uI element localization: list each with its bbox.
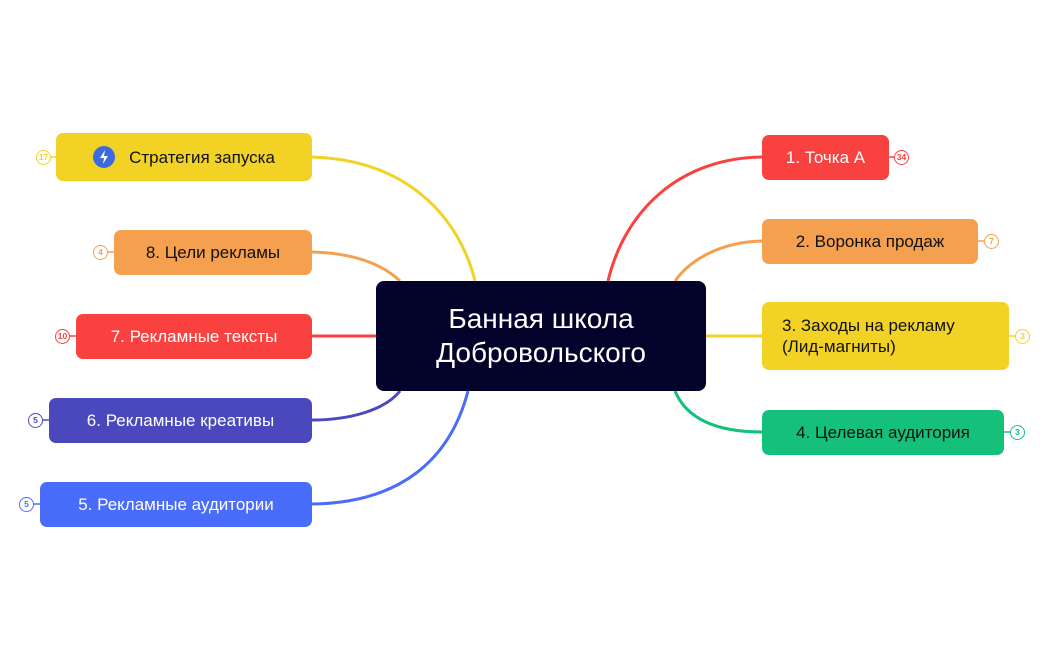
count-badge-launch-strategy[interactable]: 17 xyxy=(36,150,51,165)
connector-creatives xyxy=(311,390,402,422)
topic-label: Стратегия запуска xyxy=(129,147,275,167)
topic-point-a[interactable]: 1. Точка А xyxy=(762,135,889,180)
connector-funnel xyxy=(673,239,763,282)
topic-ad-goals[interactable]: 8. Цели рекламы xyxy=(114,230,312,275)
count-badge-ad-creatives[interactable]: 5 xyxy=(28,413,43,428)
topic-target-audience[interactable]: 4. Целевая аудитория xyxy=(762,410,1004,455)
topic-label: 1. Точка А xyxy=(785,148,866,167)
central-topic[interactable]: Банная школа Добровольского xyxy=(376,281,706,391)
count-badge-ad-goals[interactable]: 4 xyxy=(93,245,108,260)
count-badge-target-audience[interactable]: 3 xyxy=(1010,425,1025,440)
connector-audiences xyxy=(311,390,470,506)
central-topic-line2: Добровольского xyxy=(436,337,646,368)
central-topic-line1: Банная школа xyxy=(448,303,634,334)
count-badge-point-a[interactable]: 34 xyxy=(894,150,909,165)
connector-goals xyxy=(311,250,402,283)
topic-ad-texts[interactable]: 7. Рекламные тексты xyxy=(76,314,312,359)
count-badge-sales-funnel[interactable]: 7 xyxy=(984,234,999,249)
topic-ad-audiences[interactable]: 5. Рекламные аудитории xyxy=(40,482,312,527)
count-badge-ad-texts[interactable]: 10 xyxy=(55,329,70,344)
topic-label: 8. Цели рекламы xyxy=(145,243,281,262)
count-badge-ad-audiences[interactable]: 5 xyxy=(19,497,34,512)
topic-label: 7. Рекламные тексты xyxy=(110,327,278,346)
connector-target-audience xyxy=(673,390,763,434)
topic-label: 4. Целевая аудитория xyxy=(796,423,970,442)
connector-point-a xyxy=(606,155,763,282)
lightning-icon xyxy=(93,146,116,168)
topic-sales-funnel[interactable]: 2. Воронка продаж xyxy=(762,219,978,264)
topic-label-line1: 3. Заходы на рекламу xyxy=(782,316,955,335)
topic-label: 2. Воронка продаж xyxy=(795,232,945,251)
topic-label: 5. Рекламные аудитории xyxy=(78,495,274,514)
topic-launch-strategy[interactable]: Стратегия запуска xyxy=(56,133,312,181)
connector-strategy xyxy=(311,155,477,282)
count-badge-lead-magnets[interactable]: 3 xyxy=(1015,329,1030,344)
topic-label: 6. Рекламные креативы xyxy=(86,411,275,430)
topic-lead-magnets[interactable]: 3. Заходы на рекламу (Лид-магниты) xyxy=(762,302,1009,370)
topic-label-line2: (Лид-магниты) xyxy=(782,337,896,356)
topic-ad-creatives[interactable]: 6. Рекламные креативы xyxy=(49,398,312,443)
